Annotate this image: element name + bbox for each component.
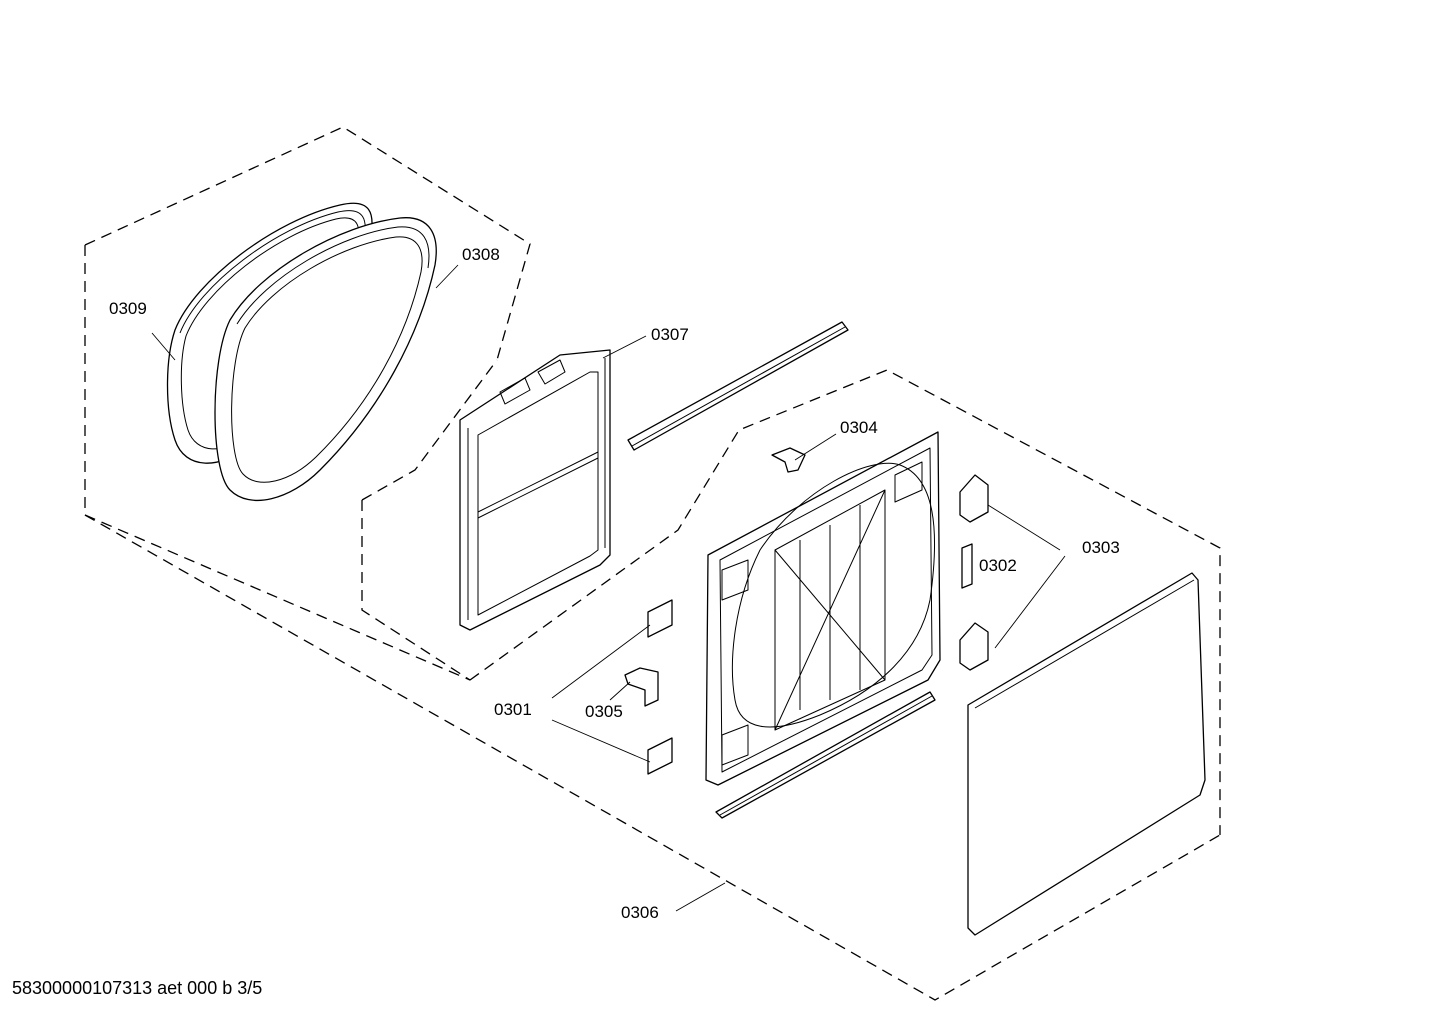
leader-0306	[675, 882, 726, 912]
gasket-ring-0308	[214, 217, 437, 502]
leader-0309	[151, 332, 176, 361]
document-reference: 58300000107313 aet 000 b 3/5	[12, 978, 263, 998]
leader-0307	[602, 335, 647, 359]
label-0301: 0301	[494, 700, 532, 719]
group-outline-door	[84, 369, 1221, 1001]
hinge-0303-lower	[959, 622, 989, 671]
label-0309: 0309	[109, 299, 147, 318]
label-0303: 0303	[1082, 538, 1120, 557]
leader-0303	[987, 504, 1066, 649]
hinge-0303-upper	[959, 474, 989, 523]
strip-0302	[961, 543, 973, 589]
latch-0304	[771, 447, 806, 473]
clip-0301-upper	[647, 599, 673, 638]
leader-0305	[609, 681, 631, 701]
label-0307: 0307	[651, 325, 689, 344]
label-0302: 0302	[979, 556, 1017, 575]
door-assembly	[705, 431, 941, 786]
label-0305: 0305	[585, 702, 623, 721]
door-panel-0306	[967, 572, 1206, 936]
leader-0301	[551, 624, 651, 763]
clip-0301-lower	[647, 737, 673, 775]
leader-0304	[794, 433, 837, 461]
group-outline-inner	[361, 359, 498, 501]
hinge-0305	[624, 667, 659, 707]
label-0304: 0304	[840, 418, 878, 437]
leader-0308	[435, 264, 459, 289]
label-0306: 0306	[621, 903, 659, 922]
inner-frame-0307	[459, 349, 611, 631]
label-0308: 0308	[462, 245, 500, 264]
